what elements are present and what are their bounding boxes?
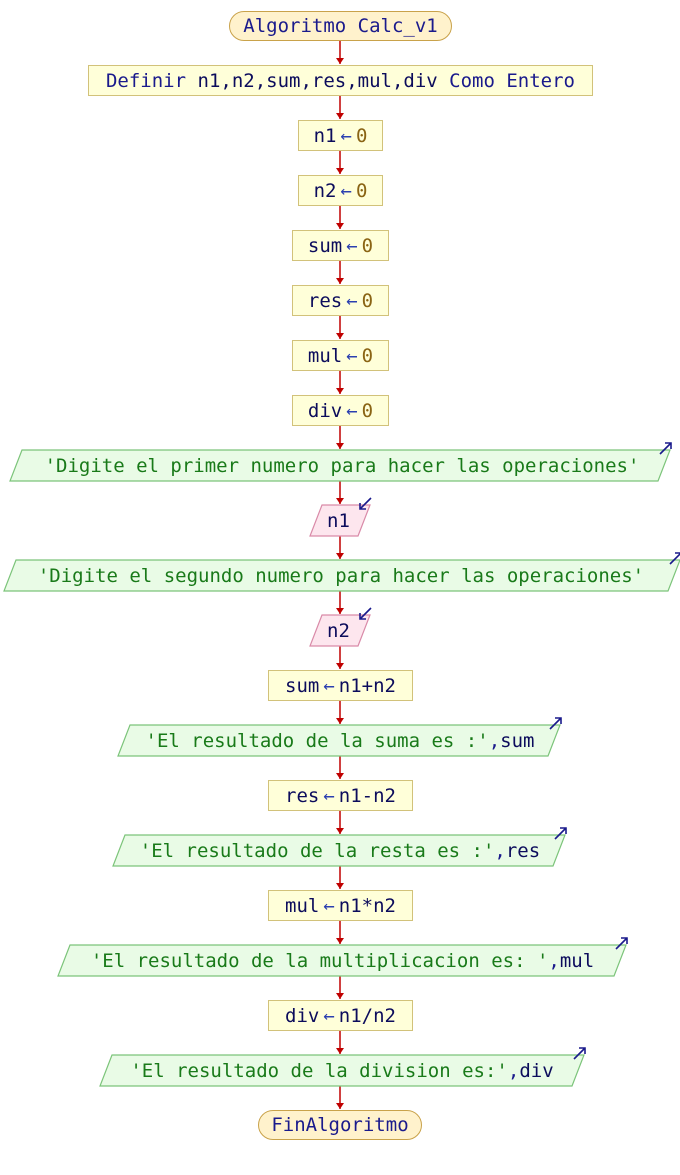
assign-var: mul — [307, 344, 343, 367]
output-arrow-icon — [549, 717, 562, 730]
input-read-n2[interactable]: n2 — [316, 615, 361, 646]
assign-n2[interactable]: n2←0 — [298, 175, 383, 206]
output-parallelogram — [112, 834, 566, 867]
assign-arrow-icon: ← — [340, 179, 352, 202]
output-var: mul — [559, 949, 595, 972]
assign-var: mul — [285, 894, 320, 917]
assign-res-op[interactable]: res←n1-n2 — [268, 780, 413, 811]
output-div[interactable]: 'El resultado de la division es:',div — [112, 1055, 572, 1086]
output-arrow-icon — [615, 937, 628, 950]
assign-var: sum — [285, 674, 320, 697]
output-res[interactable]: 'El resultado de la resta es :',res — [125, 835, 555, 866]
output-string: 'El resultado de la resta es :' — [139, 839, 495, 862]
input-arrow-icon — [359, 607, 372, 620]
assign-arrow-icon: ← — [346, 399, 358, 422]
assign-div[interactable]: div←0 — [292, 395, 389, 426]
output-var: res — [505, 839, 541, 862]
assign-value: 0 — [361, 344, 374, 367]
output-parallelogram — [99, 1054, 585, 1087]
output-var: div — [519, 1059, 554, 1082]
output-arrow-icon — [573, 1047, 586, 1060]
assign-var: n2 — [313, 179, 337, 202]
output-parallelogram — [9, 449, 671, 482]
assign-value: 0 — [361, 234, 374, 257]
output-sep: , — [494, 839, 506, 862]
output-string: 'El resultado de la suma es :' — [145, 729, 489, 752]
input-parallelogram — [309, 504, 371, 537]
output-parallelogram — [57, 944, 627, 977]
assign-arrow-icon: ← — [323, 894, 335, 917]
input-arrow-icon — [359, 497, 372, 510]
assign-arrow-icon: ← — [340, 124, 352, 147]
output-parallelogram — [3, 559, 680, 592]
assign-n1[interactable]: n1←0 — [298, 120, 383, 151]
assign-mul-op[interactable]: mul←n1*n2 — [268, 890, 413, 921]
output-parallelogram — [117, 724, 561, 757]
output-prompt1[interactable]: 'Digite el primer numero para hacer las … — [22, 450, 662, 481]
assign-expr: n1*n2 — [338, 894, 396, 917]
output-var: sum — [500, 729, 535, 752]
assign-arrow-icon: ← — [323, 674, 335, 697]
assign-value: 0 — [355, 179, 368, 202]
assign-var: n1 — [313, 124, 337, 147]
assign-var: res — [285, 784, 320, 807]
input-read-n1[interactable]: n1 — [316, 505, 361, 536]
assign-value: 0 — [361, 289, 374, 312]
assign-arrow-icon: ← — [323, 1004, 335, 1027]
output-mul[interactable]: 'El resultado de la multiplicacion es: '… — [70, 945, 615, 976]
assign-expr: n1/n2 — [338, 1004, 396, 1027]
assign-var: sum — [307, 234, 343, 257]
assign-expr: n1-n2 — [338, 784, 396, 807]
output-sep: , — [548, 949, 560, 972]
io-shapes — [3, 442, 680, 1087]
start-label: Algoritmo Calc_v1 — [243, 15, 438, 37]
output-sum[interactable]: 'El resultado de la suma es :',sum — [130, 725, 550, 756]
assign-arrow-icon: ← — [346, 344, 358, 367]
assign-arrow-icon: ← — [346, 289, 358, 312]
output-string: 'El resultado de la multiplicacion es: ' — [90, 949, 549, 972]
input-var: n2 — [327, 619, 350, 642]
assign-expr: n1+n2 — [338, 674, 396, 697]
output-prompt2[interactable]: 'Digite el segundo numero para hacer las… — [14, 560, 668, 591]
output-string: 'El resultado de la division es:' — [130, 1059, 508, 1082]
assign-res[interactable]: res←0 — [292, 285, 389, 316]
define-keyword: Definir — [105, 69, 187, 92]
assign-div-op[interactable]: div←n1/n2 — [268, 1000, 413, 1031]
start-terminal[interactable]: Algoritmo Calc_v1 — [229, 11, 452, 41]
define-vars: n1,n2,sum,res,mul,div — [197, 69, 438, 92]
output-sep: , — [488, 729, 501, 752]
assign-value: 0 — [361, 399, 374, 422]
assign-var: div — [307, 399, 343, 422]
input-var: n1 — [327, 509, 350, 532]
define-type: Como Entero — [449, 69, 576, 92]
output-string: 'Digite el primer numero para hacer las … — [44, 454, 640, 477]
output-sep: , — [507, 1059, 520, 1082]
end-label: FinAlgoritmo — [271, 1114, 409, 1136]
assign-var: res — [307, 289, 343, 312]
assign-arrow-icon: ← — [323, 784, 335, 807]
input-parallelogram — [309, 614, 371, 647]
output-arrow-icon — [659, 442, 672, 455]
assign-sum-op[interactable]: sum←n1+n2 — [268, 670, 413, 701]
output-string: 'Digite el segundo numero para hacer las… — [37, 564, 645, 587]
assign-sum[interactable]: sum←0 — [292, 230, 389, 261]
output-arrow-icon — [554, 827, 567, 840]
assign-mul[interactable]: mul←0 — [292, 340, 389, 371]
end-terminal[interactable]: FinAlgoritmo — [258, 1110, 422, 1140]
assign-arrow-icon: ← — [346, 234, 358, 257]
output-arrow-icon — [669, 552, 680, 565]
assign-var: div — [285, 1004, 320, 1027]
assign-value: 0 — [355, 124, 368, 147]
define-block[interactable]: Definir n1,n2,sum,res,mul,div Como Enter… — [88, 65, 593, 96]
